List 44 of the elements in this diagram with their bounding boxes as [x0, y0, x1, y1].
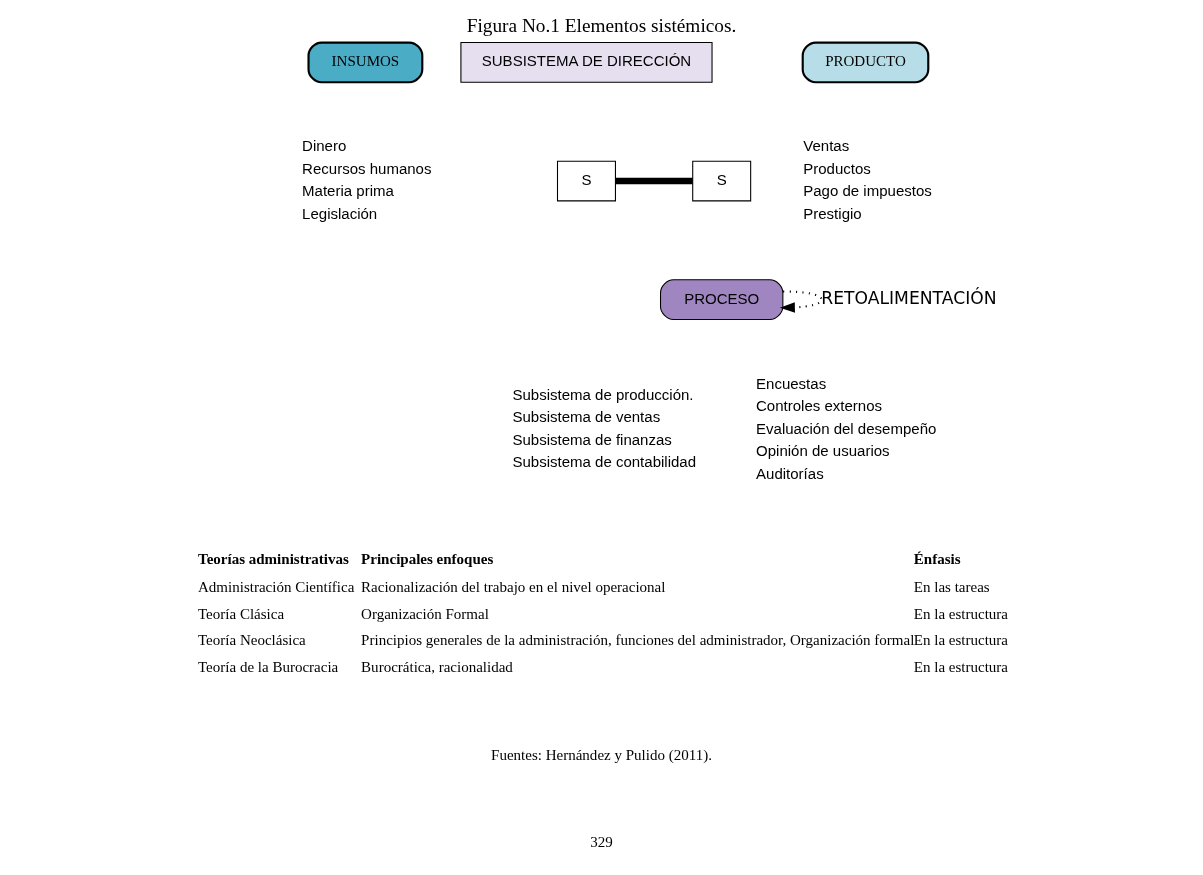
label: Evaluación del desempeño — [756, 419, 937, 437]
label: Teoría de la Burocracia — [198, 659, 339, 676]
label: Fuentes: Hernández y Pulido (2011). — [491, 747, 712, 764]
label: Controles externos — [756, 397, 883, 415]
node-label: Materia prima — [302, 182, 394, 200]
node-label: Subsistema de finanzas — [512, 430, 672, 448]
node-box: S — [556, 160, 616, 202]
node-box: INSUMOS — [307, 41, 424, 84]
node-label: Subsistema de ventas — [512, 408, 661, 426]
node-label: Subsistema de producción. — [512, 385, 694, 403]
label: Encuestas — [756, 374, 827, 392]
node-label: Productos — [803, 159, 871, 177]
label: Teoría Clásica — [198, 605, 285, 622]
label: En la estructura — [913, 632, 1009, 649]
label: Teorías administrativas — [198, 550, 349, 567]
node-label: Pago de impuestos — [803, 182, 932, 200]
node-label: Recursos humanos — [302, 159, 432, 177]
label: En las tareas — [913, 578, 990, 595]
node-box: PRODUCTO — [801, 41, 930, 84]
label: Administración Científica — [198, 578, 355, 595]
node-label: Ventas — [803, 137, 850, 155]
node-label: Prestigio — [803, 204, 862, 222]
diagram-title: Figura No.1 Elementos sistémicos. — [466, 15, 737, 37]
edge-label: RETOALIMENTACIÓN — [821, 287, 997, 308]
node-label: Subsistema de contabilidad — [512, 453, 697, 471]
label: Organización Formal — [361, 605, 489, 622]
node-label: Dinero — [302, 137, 347, 155]
label: Opinión de usuarios — [756, 442, 890, 460]
label: 329 — [590, 834, 613, 851]
label: Principios generales de la administración, funciones del administrador, Organización formal — [361, 632, 915, 649]
label: Teoría Neoclásica — [198, 632, 306, 649]
label: En la estructura — [913, 659, 1009, 676]
node-label: Legislación — [302, 204, 378, 222]
node-box: SUBSISTEMA DE DIRECCIÓN — [460, 42, 713, 83]
label: Auditorías — [756, 465, 824, 483]
node-box: PROCESO — [660, 279, 784, 320]
label: Énfasis — [913, 550, 961, 567]
label: Burocrática, racionalidad — [361, 659, 513, 676]
arrow — [779, 290, 823, 313]
node-box: S — [692, 160, 752, 202]
label: Principales enfoques — [361, 550, 494, 567]
label: En la estructura — [913, 605, 1009, 622]
connector — [615, 177, 693, 185]
label: Racionalización del trabajo en el nivel operacional — [361, 578, 666, 595]
